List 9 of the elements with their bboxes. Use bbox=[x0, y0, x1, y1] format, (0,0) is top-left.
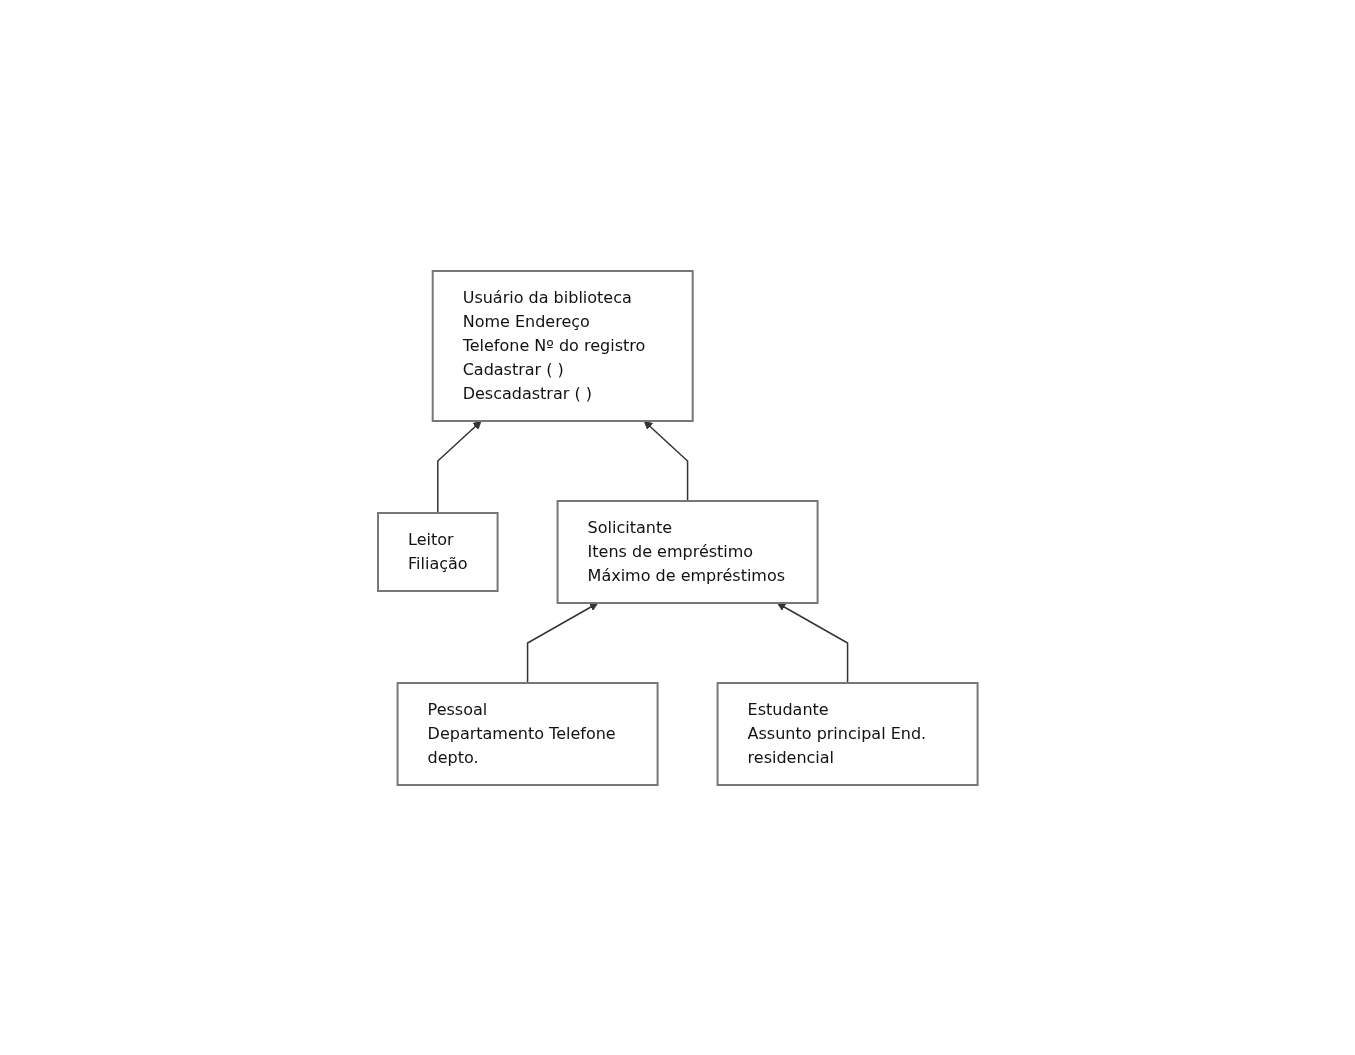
arrow bbox=[643, 420, 689, 502]
node-box: Solicitante Itens de empréstimo Máximo de empréstimos bbox=[556, 499, 819, 604]
node-box: Usuário da biblioteca Nome Endereço Telefone Nº do registro Cadastrar ( ) Descadastrar ( ) bbox=[431, 269, 694, 422]
node-box: Estudante Assunto principal End. residencial bbox=[716, 681, 979, 786]
arrow bbox=[526, 602, 598, 684]
node-box: Pessoal Departamento Telefone depto. bbox=[396, 681, 659, 786]
arrow bbox=[776, 602, 849, 684]
arrow bbox=[436, 420, 482, 514]
node-box: Leitor Filiação bbox=[376, 511, 499, 592]
